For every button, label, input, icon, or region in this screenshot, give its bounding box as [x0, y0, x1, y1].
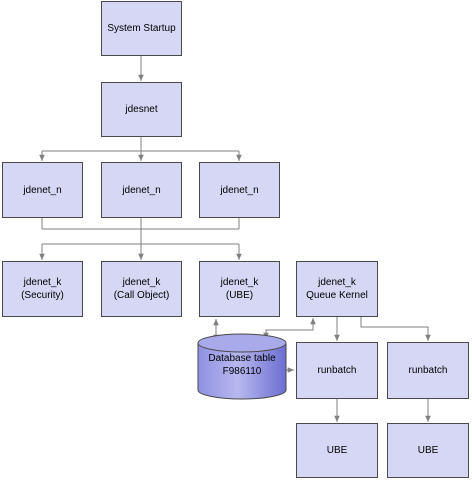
- jdenet-n-box-3: jdenet_n: [199, 162, 280, 218]
- ube-label: UBE: [326, 445, 348, 456]
- jdesnet-box: jdesnet: [101, 82, 182, 137]
- database-table-title: Database table: [208, 353, 276, 364]
- jdenet-n-label: jdenet_n: [23, 184, 62, 196]
- jdenet-k-role-label: (Security): [21, 290, 64, 301]
- jdenet-n-box-1: jdenet_n: [2, 162, 83, 218]
- jdenet-k-label: jdenet_k: [23, 277, 62, 288]
- system-startup-label: System Startup: [107, 23, 176, 34]
- database-table-id: F986110: [222, 366, 262, 377]
- jdenet-k-ube-box: jdenet_k (UBE): [199, 261, 280, 317]
- runbatch-label: runbatch: [408, 365, 448, 376]
- connector-queue-runbatch-2: [360, 317, 431, 341]
- jdenet-n-label: jdenet_n: [220, 184, 259, 196]
- connector-database-queue-kernel: [263, 318, 316, 339]
- jdenet-k-role-label: (Call Object): [113, 290, 170, 301]
- jdesnet-label: jdesnet: [125, 104, 158, 115]
- runbatch-label: runbatch: [317, 365, 357, 376]
- database-cylinder-shape: [197, 333, 287, 400]
- ube-box-2: UBE: [387, 423, 469, 478]
- jdenet-n-label: jdenet_n: [122, 184, 161, 196]
- jdenet-k-label: jdenet_k: [122, 277, 161, 288]
- ube-box-1: UBE: [296, 423, 378, 478]
- jdenet-n-box-2: jdenet_n: [101, 162, 182, 218]
- jdenet-k-label: jdenet_k: [318, 277, 356, 288]
- runbatch-box-2: runbatch: [387, 342, 469, 399]
- jdenet-k-security-box: jdenet_k (Security): [2, 261, 83, 317]
- database-table-label: Database table F986110: [198, 352, 286, 378]
- jdenet-k-role-label: (UBE): [225, 290, 254, 301]
- jdenet-k-queue-kernel-box: jdenet_k Queue Kernel: [296, 261, 378, 317]
- runbatch-box-1: runbatch: [296, 342, 378, 399]
- jdenet-k-role-label: Queue Kernel: [306, 290, 368, 301]
- jdenet-k-call-object-box: jdenet_k (Call Object): [101, 261, 182, 317]
- system-startup-box: System Startup: [101, 1, 182, 56]
- jdenet-k-label: jdenet_k: [220, 277, 259, 288]
- ube-label: UBE: [417, 445, 439, 456]
